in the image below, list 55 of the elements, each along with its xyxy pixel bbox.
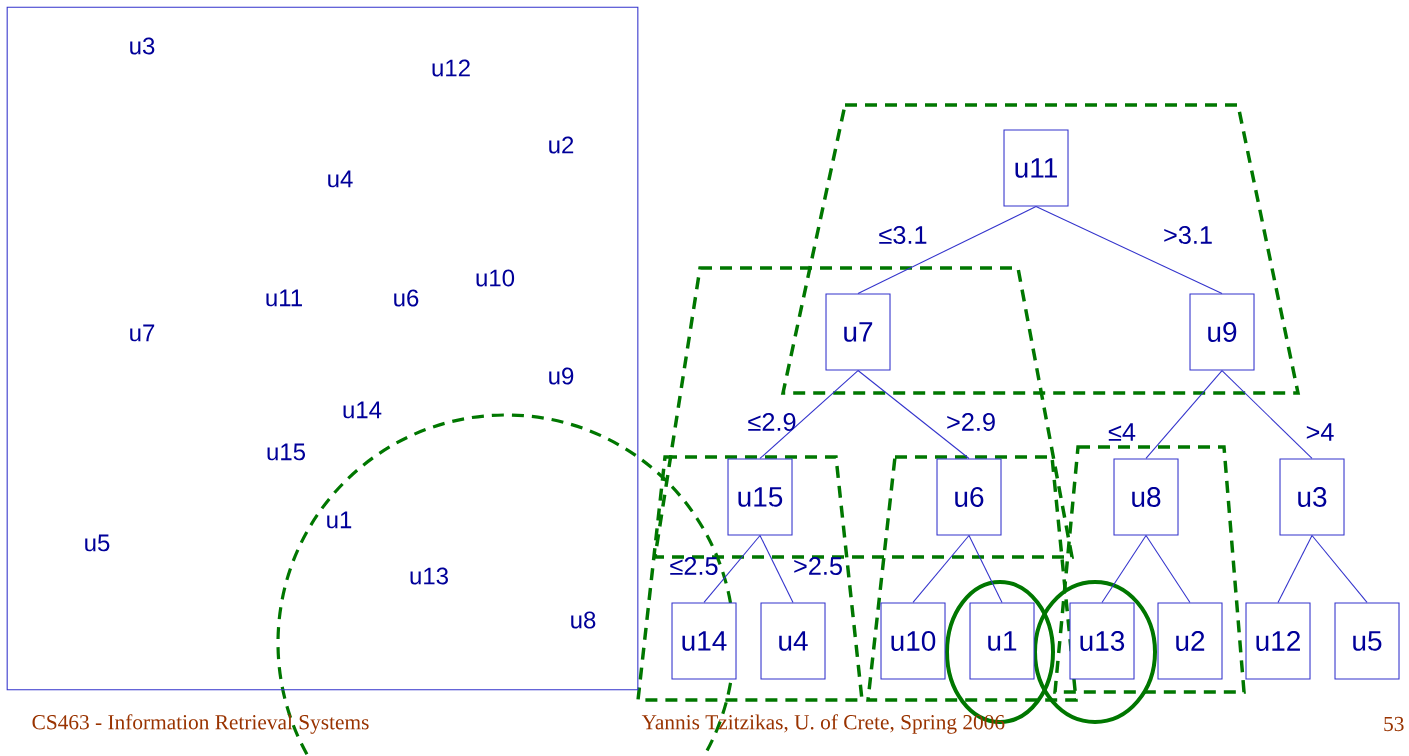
edge-label: >2.9 xyxy=(947,413,995,431)
tree-node-box: u15 xyxy=(727,458,793,536)
edge-label: ≤2.9 xyxy=(748,413,796,431)
edge-label: >3.1 xyxy=(1164,226,1212,244)
point-label: u2 xyxy=(549,136,574,154)
point-label: u6 xyxy=(394,289,419,307)
tree-node-box: u12 xyxy=(1245,602,1311,680)
plot-frame xyxy=(6,6,639,691)
tree-edge xyxy=(1277,535,1313,603)
tree-node-box: u9 xyxy=(1189,293,1255,371)
point-label: u9 xyxy=(549,367,574,385)
tree-node-box: u10 xyxy=(880,602,946,680)
tree-edge xyxy=(1101,535,1147,603)
edge-label: ≤3.1 xyxy=(879,226,927,244)
point-label: u12 xyxy=(432,59,470,77)
point-label: u7 xyxy=(130,324,155,342)
tree-node-box: u5 xyxy=(1334,602,1400,680)
tree-edge xyxy=(1221,370,1313,459)
tree-node-box: u4 xyxy=(760,602,826,680)
tree-node-box: u14 xyxy=(671,602,737,680)
tree-node-box: u13 xyxy=(1069,602,1135,680)
point-label: u15 xyxy=(267,443,305,461)
tree-edge xyxy=(1145,535,1191,603)
point-label: u1 xyxy=(327,511,352,529)
point-label: u11 xyxy=(266,289,302,307)
tree-edge xyxy=(912,535,970,603)
tree-node-box: u6 xyxy=(936,458,1002,536)
tree-edge xyxy=(1311,535,1368,603)
point-label: u3 xyxy=(130,37,155,55)
tree-node-box: u1 xyxy=(969,602,1035,680)
footer-text: Yannis Tzitzikas, U. of Crete, Spring 2006 xyxy=(641,714,1005,734)
tree-edge xyxy=(1035,206,1223,294)
edge-label: ≤2.5 xyxy=(670,557,718,575)
tree-node-box: u11 xyxy=(1003,129,1069,207)
page-number: 53 xyxy=(1384,716,1404,732)
tree-edge xyxy=(857,370,970,459)
tree-node-box: u8 xyxy=(1113,458,1179,536)
point-label: u14 xyxy=(343,401,382,419)
tree-edge xyxy=(968,535,1003,603)
point-label: u5 xyxy=(85,534,110,552)
edge-label: >2.5 xyxy=(794,557,842,575)
point-label: u13 xyxy=(410,567,448,585)
tree-edge xyxy=(759,535,794,603)
tree-node-box: u7 xyxy=(825,293,891,371)
point-label: u10 xyxy=(476,269,515,287)
edge-label: ≤4 xyxy=(1108,423,1136,441)
point-label: u8 xyxy=(571,611,596,629)
point-label: u4 xyxy=(328,170,353,188)
footer-text: CS463 - Information Retrieval Systems xyxy=(32,714,369,734)
edge-label: >4 xyxy=(1306,423,1334,441)
tree-edge xyxy=(759,370,859,459)
tree-edge xyxy=(703,535,761,603)
tree-edge xyxy=(1145,370,1223,459)
tree-node-box: u3 xyxy=(1279,458,1345,536)
tree-node-box: u2 xyxy=(1157,602,1223,680)
